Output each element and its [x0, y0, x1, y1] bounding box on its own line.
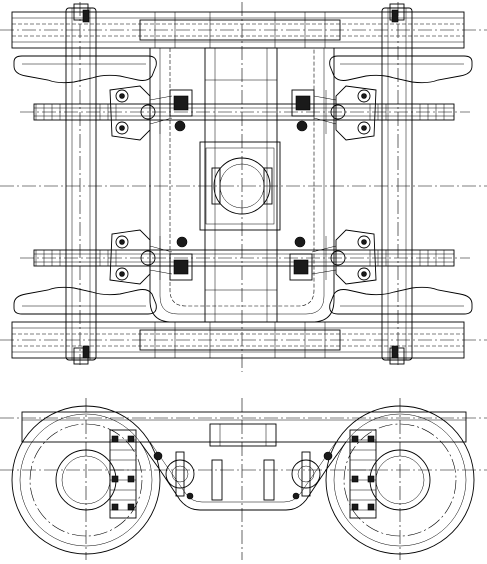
side-frame [21, 411, 467, 511]
lower-axle [33, 249, 455, 267]
plan-view [0, 2, 487, 372]
right-damper [291, 451, 333, 500]
wheel-tread-top-right [329, 55, 473, 84]
right-spring-stack [349, 429, 377, 519]
brake-assembly-top-left [109, 85, 193, 141]
left-damper [153, 451, 195, 500]
brake-assembly-bottom-right [289, 229, 377, 285]
side-view [0, 398, 487, 560]
left-longitudinal-frame [65, 3, 97, 365]
right-longitudinal-frame [381, 3, 413, 365]
upper-axle [33, 103, 455, 121]
wheel-tread-top-left [13, 55, 157, 84]
center-pivot-circle [213, 157, 271, 215]
center-frame [149, 47, 335, 323]
brake-assembly-top-right [291, 85, 377, 141]
top-side-beam [11, 11, 465, 49]
left-spring-stack [109, 429, 137, 519]
brake-assembly-bottom-left [109, 229, 193, 285]
wheel-tread-bottom-left [13, 286, 157, 315]
wheel-tread-bottom-right [329, 286, 473, 315]
